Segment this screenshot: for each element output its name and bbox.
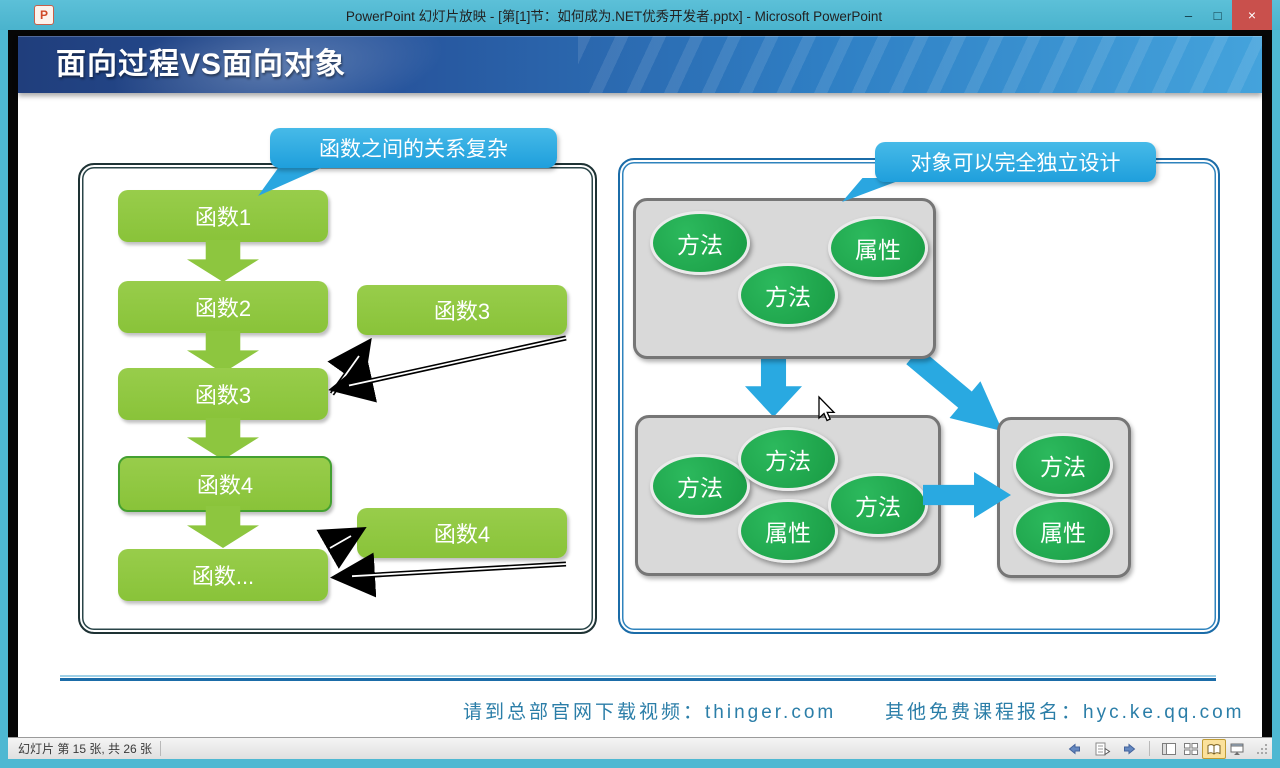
footer-download-text: 请到总部官网下载视频：thinger.com <box>463 702 837 723</box>
obj2-property-ellipse: 属性 <box>738 499 838 563</box>
obj2-method-right-ellipse: 方法 <box>828 473 928 537</box>
next-slide-button[interactable] <box>1119 740 1141 758</box>
flow-box-fn3: 函数3 <box>118 368 328 420</box>
obj1-method2-ellipse: 方法 <box>738 263 838 327</box>
window-title: PowerPoint 幻灯片放映 - [第[1]节：如何成为.NET优秀开发者.… <box>345 9 883 24</box>
flow-box-fn2: 函数2 <box>118 281 328 333</box>
flow-box-fn1: 函数1 <box>118 190 328 242</box>
obj3-method-ellipse: 方法 <box>1013 433 1113 497</box>
resize-grip-icon <box>1257 743 1267 754</box>
slide-title: 面向过程VS面向对象 <box>56 48 347 81</box>
left-callout: 函数之间的关系复杂 <box>270 128 557 168</box>
side-box-fn3: 函数3 <box>357 285 567 335</box>
flow-box-fn4: 函数4 <box>118 456 332 512</box>
slide-indicator: 幻灯片 第 15 张, 共 26 张 <box>18 742 153 756</box>
powerpoint-icon: P <box>34 5 54 25</box>
slide-header-band <box>18 36 1262 93</box>
navigation-menu-icon <box>1095 742 1111 755</box>
right-callout: 对象可以完全独立设计 <box>875 142 1156 182</box>
normal-view-icon <box>1162 742 1176 755</box>
obj1-property-ellipse: 属性 <box>828 216 928 280</box>
previous-slide-icon <box>1068 742 1080 755</box>
navigation-menu-button[interactable] <box>1091 740 1113 758</box>
side-box-fn4: 函数4 <box>357 508 567 558</box>
slideshow-view-button[interactable] <box>1226 740 1248 758</box>
minimize-button[interactable]: – <box>1184 7 1193 23</box>
footer-divider <box>60 675 1216 681</box>
obj3-property-ellipse: 属性 <box>1013 499 1113 563</box>
slideshow-stage: 面向过程VS面向对象 函数1 函数2 函数3 函数4 函数... 函数3 函数4 <box>8 30 1272 737</box>
previous-slide-button[interactable] <box>1063 740 1085 758</box>
reading-view-button[interactable] <box>1202 738 1226 759</box>
title-bar: P PowerPoint 幻灯片放映 - [第[1]节：如何成为.NET优秀开发… <box>0 0 1280 30</box>
maximize-button[interactable]: □ <box>1213 7 1222 23</box>
next-slide-icon <box>1124 742 1136 755</box>
flow-box-fn-more: 函数... <box>118 549 328 601</box>
reading-view-icon <box>1207 743 1221 755</box>
obj2-method-top-ellipse: 方法 <box>738 427 838 491</box>
slide-sorter-view-icon <box>1184 742 1198 755</box>
close-button[interactable]: × <box>1232 0 1272 30</box>
status-bar: 幻灯片 第 15 张, 共 26 张 <box>8 737 1272 759</box>
resize-grip[interactable] <box>1254 741 1270 757</box>
slideshow-view-icon <box>1230 743 1244 755</box>
slide-canvas[interactable]: 面向过程VS面向对象 函数1 函数2 函数3 函数4 函数... 函数3 函数4 <box>18 36 1262 737</box>
view-separator <box>1149 741 1150 756</box>
footer-signup-text: 其他免费课程报名：hyc.ke.qq.com <box>885 702 1245 723</box>
obj1-method-ellipse: 方法 <box>650 211 750 275</box>
window-controls: – □ × <box>1174 0 1280 30</box>
slide-sorter-view-button[interactable] <box>1180 740 1202 758</box>
normal-view-button[interactable] <box>1158 740 1180 758</box>
status-separator <box>160 741 162 756</box>
obj2-method-left-ellipse: 方法 <box>650 454 750 518</box>
